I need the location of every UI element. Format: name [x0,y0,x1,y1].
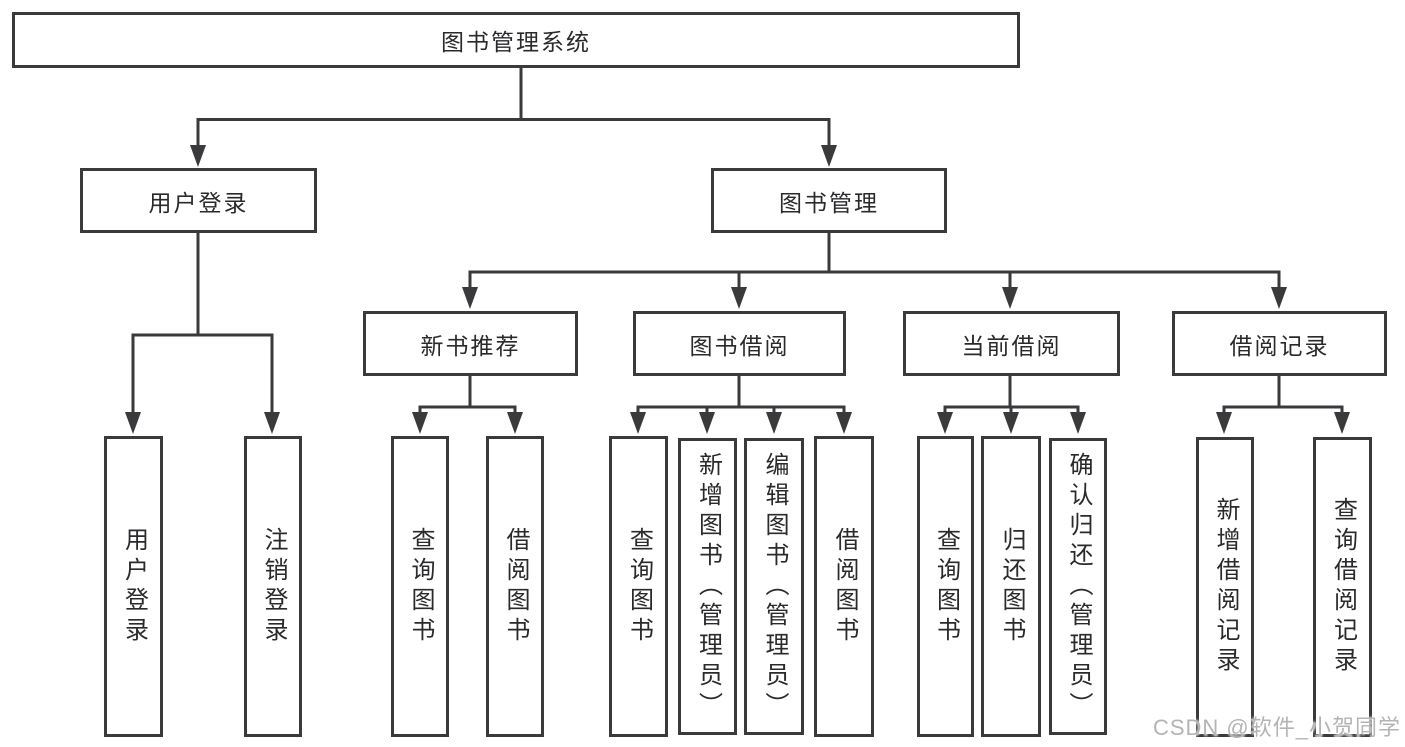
node-label: 图书借阅 [689,332,790,359]
arrowheads [125,145,1350,434]
node-label: 编辑图书（管理员） [761,451,788,722]
leaf-edit-book-admin: 编辑图书（管理员） [744,438,804,735]
leaf-borrow-book-recommendation: 借阅图书 [486,436,544,737]
node-label: 注销登录 [260,526,287,647]
leaf-query-book-recommendation: 查询图书 [391,436,449,737]
node-label: 新增图书（管理员） [694,451,722,722]
leaf-query-borrow-record: 查询借阅记录 [1313,437,1372,737]
watermark: CSDN @软件_小贺同学 [1152,715,1401,740]
node-label: 新书推荐 [420,332,521,359]
leaf-confirm-return-admin: 确认归还（管理员） [1049,438,1107,735]
node-label: 借阅图书 [831,526,858,647]
leaf-query-book-current: 查询图书 [917,436,974,737]
node-label: 图书管理系统 [441,29,591,55]
node-label: 查询图书 [407,526,434,647]
node-borrowing-records: 借阅记录 [1172,311,1387,376]
node-label: 借阅图书 [502,526,529,647]
node-label: 用户登录 [120,526,148,647]
leaf-borrow-book-borrowing: 借阅图书 [814,436,874,737]
leaf-add-book-admin: 新增图书（管理员） [678,438,737,735]
node-label: 查询图书 [625,526,653,647]
leaf-logout-login: 注销登录 [244,436,302,737]
node-label: 借阅记录 [1229,332,1330,359]
node-user-login: 用户登录 [80,168,317,233]
node-label: 确认归还（管理员） [1065,451,1092,722]
node-label: 查询借阅记录 [1329,497,1357,677]
node-label: 查询图书 [932,526,960,647]
leaf-return-book: 归还图书 [981,436,1041,737]
node-label: 用户登录 [148,189,249,216]
node-label: 当前借阅 [961,332,1062,359]
node-label: 归还图书 [998,526,1025,647]
node-current-borrowing: 当前借阅 [903,311,1120,376]
node-book-borrowing: 图书借阅 [633,311,846,376]
node-book-management: 图书管理 [711,168,947,233]
node-label: 新增借阅记录 [1212,497,1239,677]
node-new-book-recommendation: 新书推荐 [363,311,578,376]
leaf-user-login: 用户登录 [104,436,163,737]
leaf-add-borrow-record: 新增借阅记录 [1196,437,1254,737]
node-library-system: 图书管理系统 [12,12,1020,68]
leaf-query-book-borrowing: 查询图书 [609,436,668,737]
node-label: 图书管理 [779,189,879,216]
